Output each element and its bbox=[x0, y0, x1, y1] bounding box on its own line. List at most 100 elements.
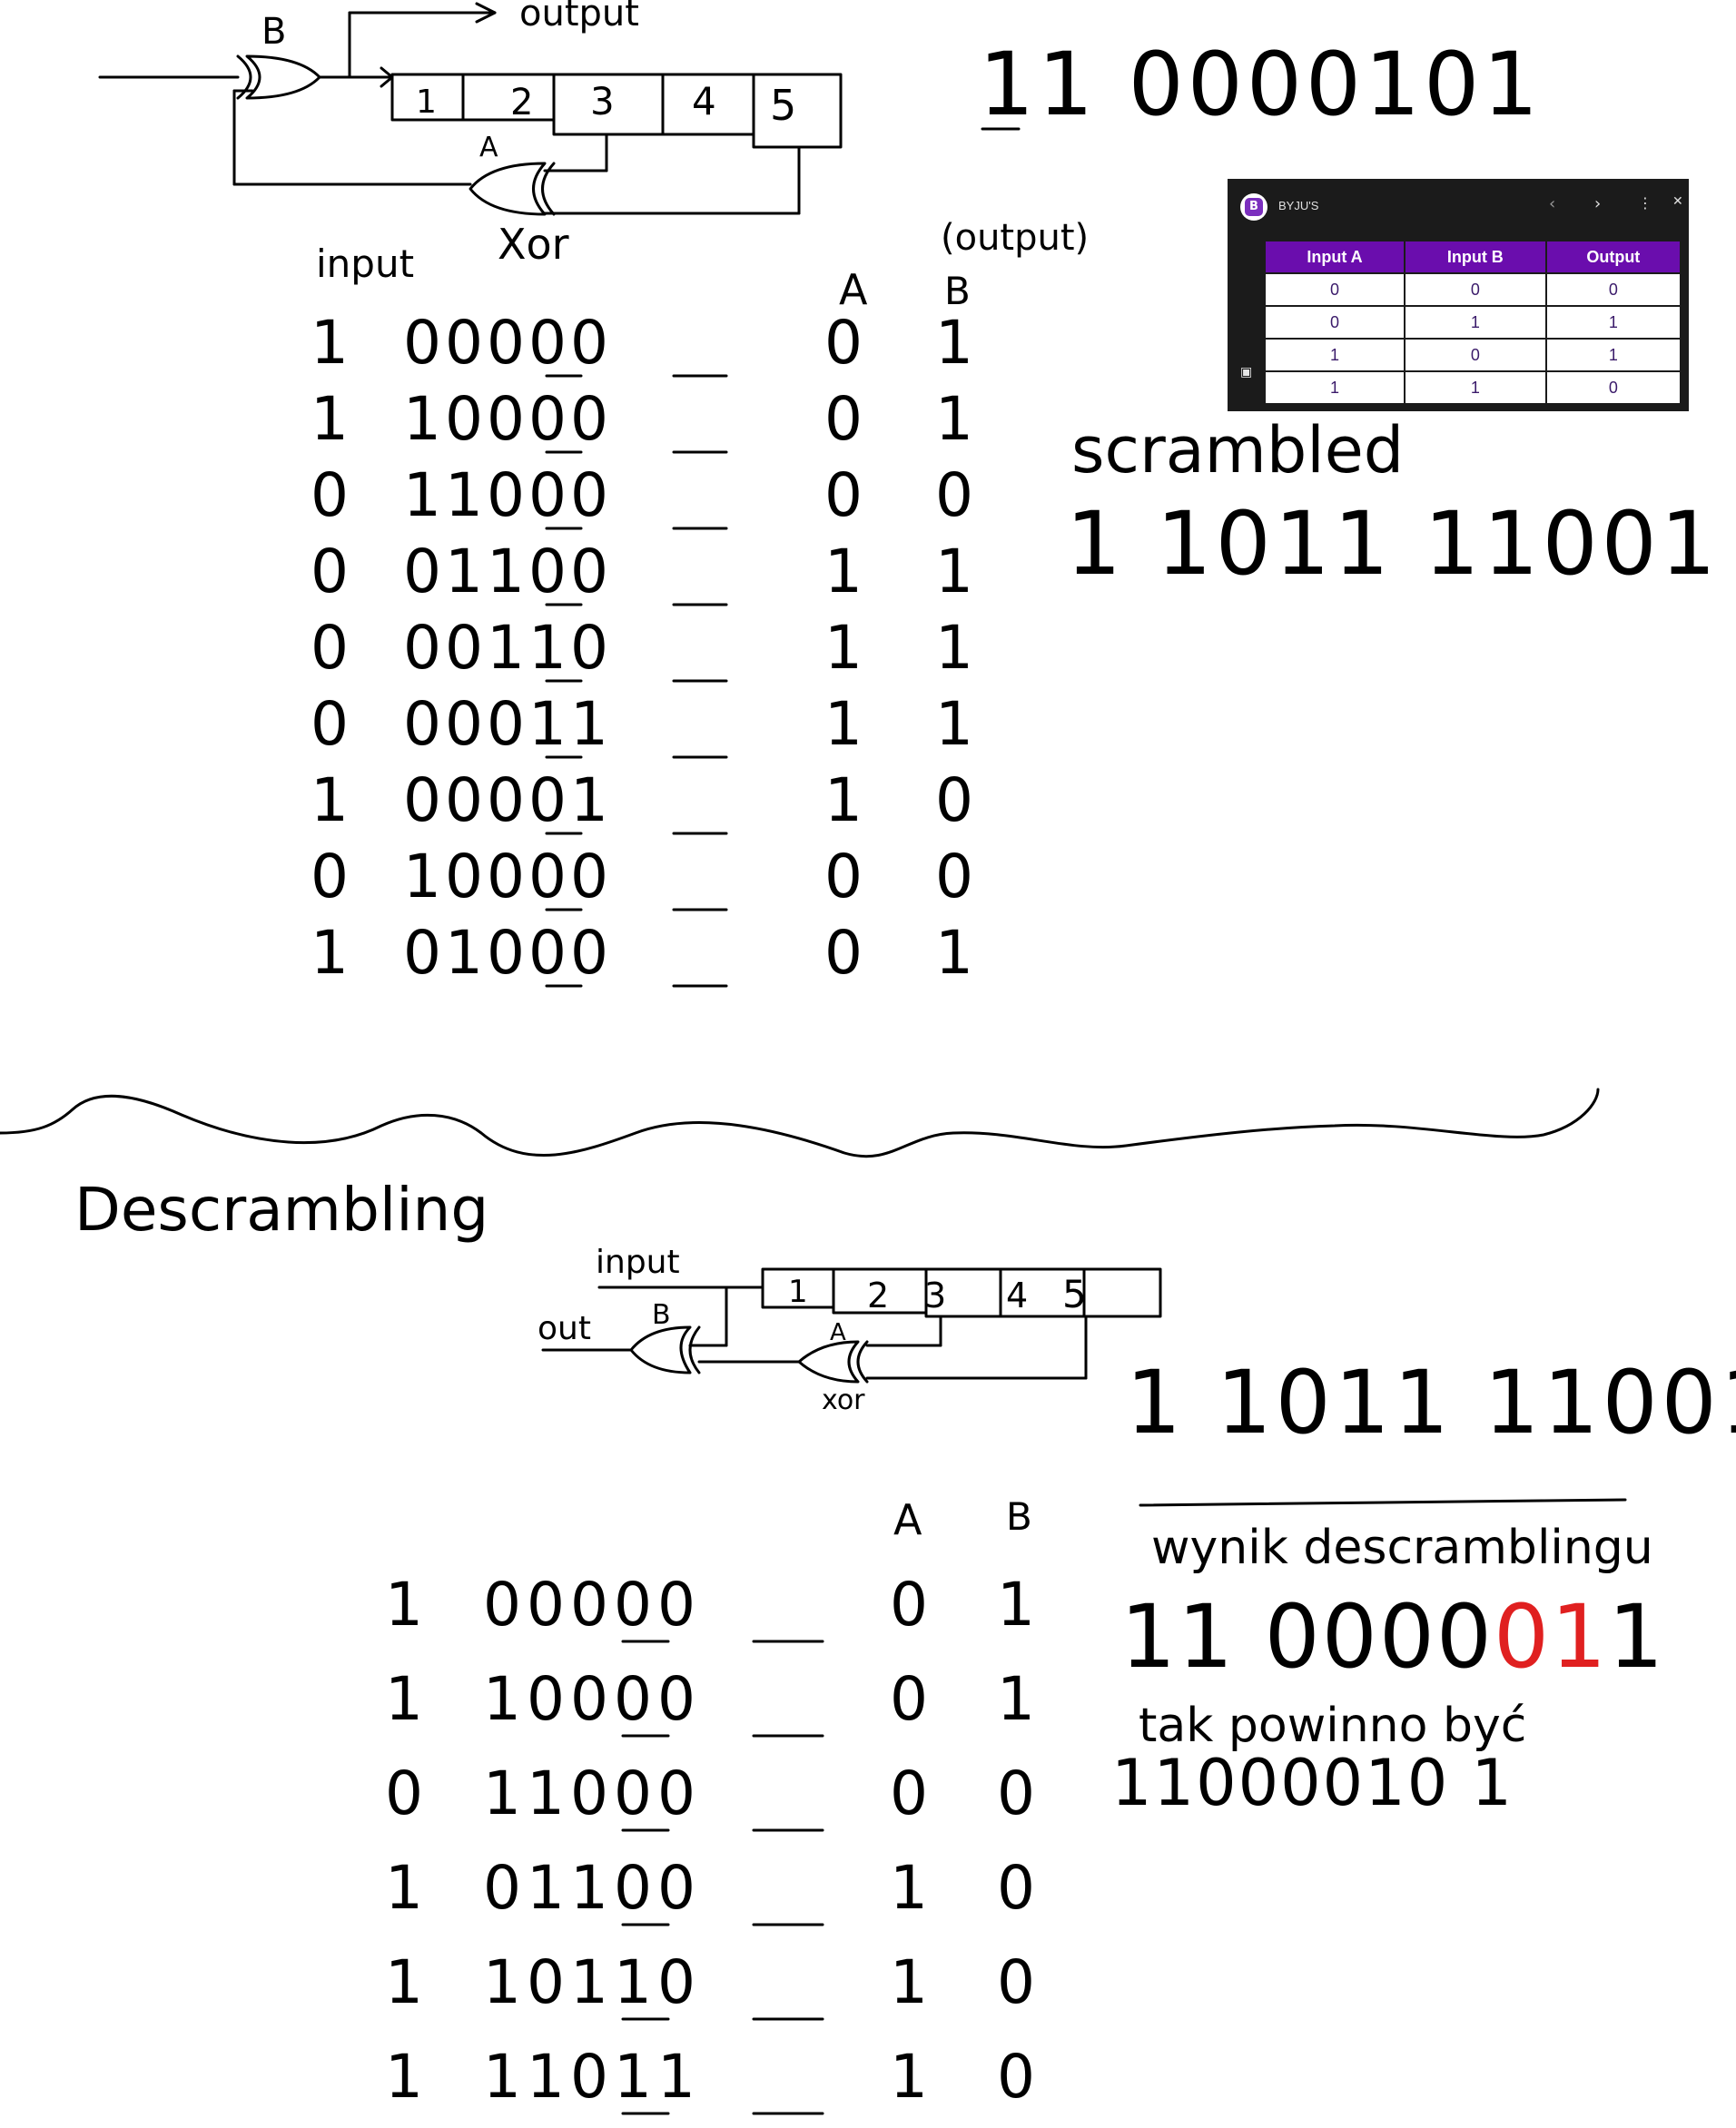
scrambler-xor-b-gate bbox=[245, 54, 321, 100]
descrambler-xor-a-gate bbox=[797, 1340, 860, 1384]
descrambler-cell-label: 2 bbox=[867, 1276, 889, 1315]
row-b-value: 1 bbox=[997, 1664, 1035, 1734]
descrambler-col-a-header: A bbox=[893, 1495, 922, 1544]
xor-cell: 1 bbox=[1404, 370, 1547, 405]
row-a-value: 0 bbox=[890, 1570, 928, 1640]
xor-header-output: Output bbox=[1544, 240, 1682, 274]
scrambler-register-cell-5 bbox=[752, 73, 843, 149]
row-input-bit: 0 bbox=[311, 613, 349, 683]
scrambler-input-header: input bbox=[316, 241, 414, 286]
descrambler-cell-label: 4 bbox=[1006, 1276, 1028, 1315]
scrambler-xor-a-gate bbox=[469, 162, 547, 216]
row-b-value: 0 bbox=[935, 460, 973, 530]
row-a-value: 0 bbox=[890, 1664, 928, 1734]
xor-truth-table-popup: B BYJU'S ‹ › ⋮ ✕ ▣ Input A Input B Outpu… bbox=[1228, 179, 1689, 411]
popup-app-title: BYJU'S bbox=[1278, 199, 1319, 212]
descrambler-label-xor: xor bbox=[822, 1384, 865, 1416]
scrambler-cell-label: 2 bbox=[510, 82, 533, 123]
row-register-state: 00000 bbox=[483, 1570, 701, 1640]
row-input-bit: 1 bbox=[311, 918, 349, 988]
row-register-state: 01000 bbox=[403, 918, 612, 988]
xor-cell: 1 bbox=[1264, 338, 1406, 372]
section-divider bbox=[0, 1088, 1600, 1158]
row-a-value: 1 bbox=[890, 2042, 928, 2112]
xor-cell: 0 bbox=[1544, 370, 1682, 405]
descrambler-xor-a-arc bbox=[856, 1340, 869, 1384]
descrambler-sum-line bbox=[1139, 1498, 1627, 1507]
xor-cell: 1 bbox=[1404, 305, 1547, 340]
close-icon[interactable]: ✕ bbox=[1672, 194, 1683, 209]
forward-arrow-icon[interactable]: › bbox=[1594, 194, 1602, 213]
scrambler-xor-b-arc bbox=[236, 54, 252, 100]
row-a-value: 0 bbox=[824, 308, 863, 378]
row-a-value: 1 bbox=[824, 765, 863, 835]
row-input-bit: 0 bbox=[311, 537, 349, 606]
descrambler-col-b-header: B bbox=[1006, 1494, 1032, 1539]
row-input-bit: 1 bbox=[311, 384, 349, 454]
more-options-icon[interactable]: ⋮ bbox=[1638, 194, 1652, 212]
row-b-value: 0 bbox=[997, 1947, 1035, 2017]
row-input-bit: 0 bbox=[311, 689, 349, 759]
row-register-state: 10000 bbox=[403, 842, 612, 911]
result-label: wynik descramblingu bbox=[1151, 1521, 1653, 1575]
scrambler-input-sequence: 11 0000101 bbox=[979, 34, 1542, 135]
row-input-bit: 1 bbox=[385, 1853, 423, 1923]
row-register-state: 00001 bbox=[403, 765, 612, 835]
result-value: 11 0000011 bbox=[1120, 1586, 1665, 1688]
scrambler-label-b: B bbox=[261, 11, 286, 53]
xor-cell: 0 bbox=[1404, 272, 1547, 307]
row-b-value: 1 bbox=[997, 1570, 1035, 1640]
scrambled-value: 1 1011 11001 bbox=[1066, 493, 1720, 595]
row-b-value: 0 bbox=[997, 1759, 1035, 1828]
row-a-value: 1 bbox=[824, 689, 863, 759]
row-register-state: 11000 bbox=[483, 1759, 701, 1828]
row-a-value: 0 bbox=[824, 842, 863, 911]
descrambler-label-input: input bbox=[596, 1244, 680, 1281]
row-register-state: 11000 bbox=[403, 460, 612, 530]
row-a-value: 1 bbox=[890, 1853, 928, 1923]
scrambler-cell-label: 4 bbox=[692, 79, 716, 123]
descrambler-cell-label: 1 bbox=[788, 1274, 808, 1310]
scrambler-cell-label: 1 bbox=[416, 84, 437, 121]
descrambling-title: Descrambling bbox=[74, 1175, 488, 1245]
expected-label: tak powinno być bbox=[1139, 1699, 1526, 1753]
row-input-bit: 0 bbox=[311, 842, 349, 911]
xor-table-header-row: Input A Input B Output bbox=[1264, 240, 1682, 274]
descrambler-register-numbers: 1 2 3 4 5 bbox=[788, 1272, 1087, 1316]
scrambler-col-a-header: A bbox=[839, 265, 868, 314]
row-register-state: 10110 bbox=[483, 1947, 701, 2017]
xor-cell: 0 bbox=[1264, 272, 1406, 307]
row-input-bit: 1 bbox=[385, 1664, 423, 1734]
xor-header-input-b: Input B bbox=[1404, 240, 1547, 274]
scrambler-cell-label: 3 bbox=[590, 79, 615, 123]
row-register-state: 01100 bbox=[403, 537, 612, 606]
scrambler-register-numbers: 1 2 3 4 5 bbox=[416, 79, 796, 130]
xor-truth-table: Input A Input B Output 0 0 0 0 1 1 1 0 1 bbox=[1264, 240, 1682, 405]
row-b-value: 1 bbox=[935, 308, 973, 378]
row-b-value: 1 bbox=[935, 918, 973, 988]
scrambler-circuit: B output A Xor bbox=[98, 0, 843, 269]
row-b-value: 0 bbox=[935, 842, 973, 911]
row-input-bit: 0 bbox=[385, 1759, 423, 1828]
lens-search-icon[interactable]: ▣ bbox=[1240, 365, 1253, 379]
row-b-value: 1 bbox=[935, 689, 973, 759]
xor-cell: 0 bbox=[1544, 272, 1682, 307]
descrambler-xor-b-arc bbox=[688, 1325, 701, 1374]
back-arrow-icon[interactable]: ‹ bbox=[1549, 194, 1556, 213]
row-b-value: 1 bbox=[935, 613, 973, 683]
scrambler-output-header: (output) bbox=[941, 217, 1089, 259]
result-value-wrong-bits: 01 bbox=[1494, 1586, 1608, 1688]
xor-header-input-a: Input A bbox=[1264, 240, 1406, 274]
row-input-bit: 0 bbox=[311, 460, 349, 530]
result-value-part-1: 11 0000 bbox=[1120, 1586, 1494, 1688]
row-b-value: 0 bbox=[997, 1853, 1035, 1923]
row-a-value: 1 bbox=[824, 537, 863, 606]
row-b-value: 1 bbox=[935, 537, 973, 606]
descrambler-xor-b-gate bbox=[629, 1325, 692, 1374]
row-input-bit: 1 bbox=[311, 308, 349, 378]
row-a-value: 0 bbox=[824, 460, 863, 530]
xor-table-row: 1 0 1 bbox=[1264, 338, 1682, 372]
